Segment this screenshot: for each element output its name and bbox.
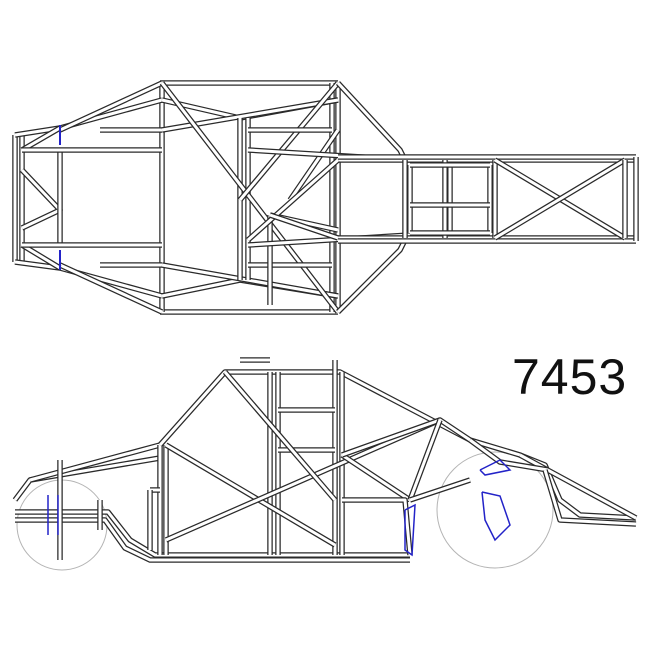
top-view-tube xyxy=(247,158,339,242)
side-view-tube xyxy=(342,498,412,556)
top-view-tube xyxy=(21,126,61,152)
top-view-tube xyxy=(238,82,340,201)
side-view-tube xyxy=(342,497,413,556)
trailing-arm-plate xyxy=(481,491,511,542)
side-view-tube xyxy=(15,510,410,557)
side-view-tube xyxy=(408,419,442,501)
side-view-tube xyxy=(519,453,637,520)
rear-wheel-outline xyxy=(436,451,554,569)
top-view-tube xyxy=(494,158,626,240)
side-view-tube xyxy=(543,469,637,526)
top-view-tube xyxy=(21,243,61,270)
top-view-tube xyxy=(59,81,163,132)
side-view-tube xyxy=(15,518,410,562)
side-view-tube xyxy=(469,438,549,472)
side-view-tube xyxy=(29,443,161,482)
top-view-tube xyxy=(160,82,340,313)
top-view xyxy=(12,80,639,315)
side-view-tube xyxy=(165,418,441,542)
side-view-tube xyxy=(341,453,411,502)
top-view-tube xyxy=(161,263,339,298)
shock-mount xyxy=(479,459,512,476)
side-view-tube xyxy=(409,478,471,502)
side-view-tube xyxy=(223,371,337,501)
side-view xyxy=(12,357,638,571)
top-view-tube xyxy=(59,263,163,314)
top-view-tube xyxy=(269,213,339,240)
side-view-tube xyxy=(165,443,336,547)
rear-suspension-bracket xyxy=(404,503,416,557)
top-view-tube xyxy=(288,129,340,201)
part-number: 7453 xyxy=(512,349,628,405)
